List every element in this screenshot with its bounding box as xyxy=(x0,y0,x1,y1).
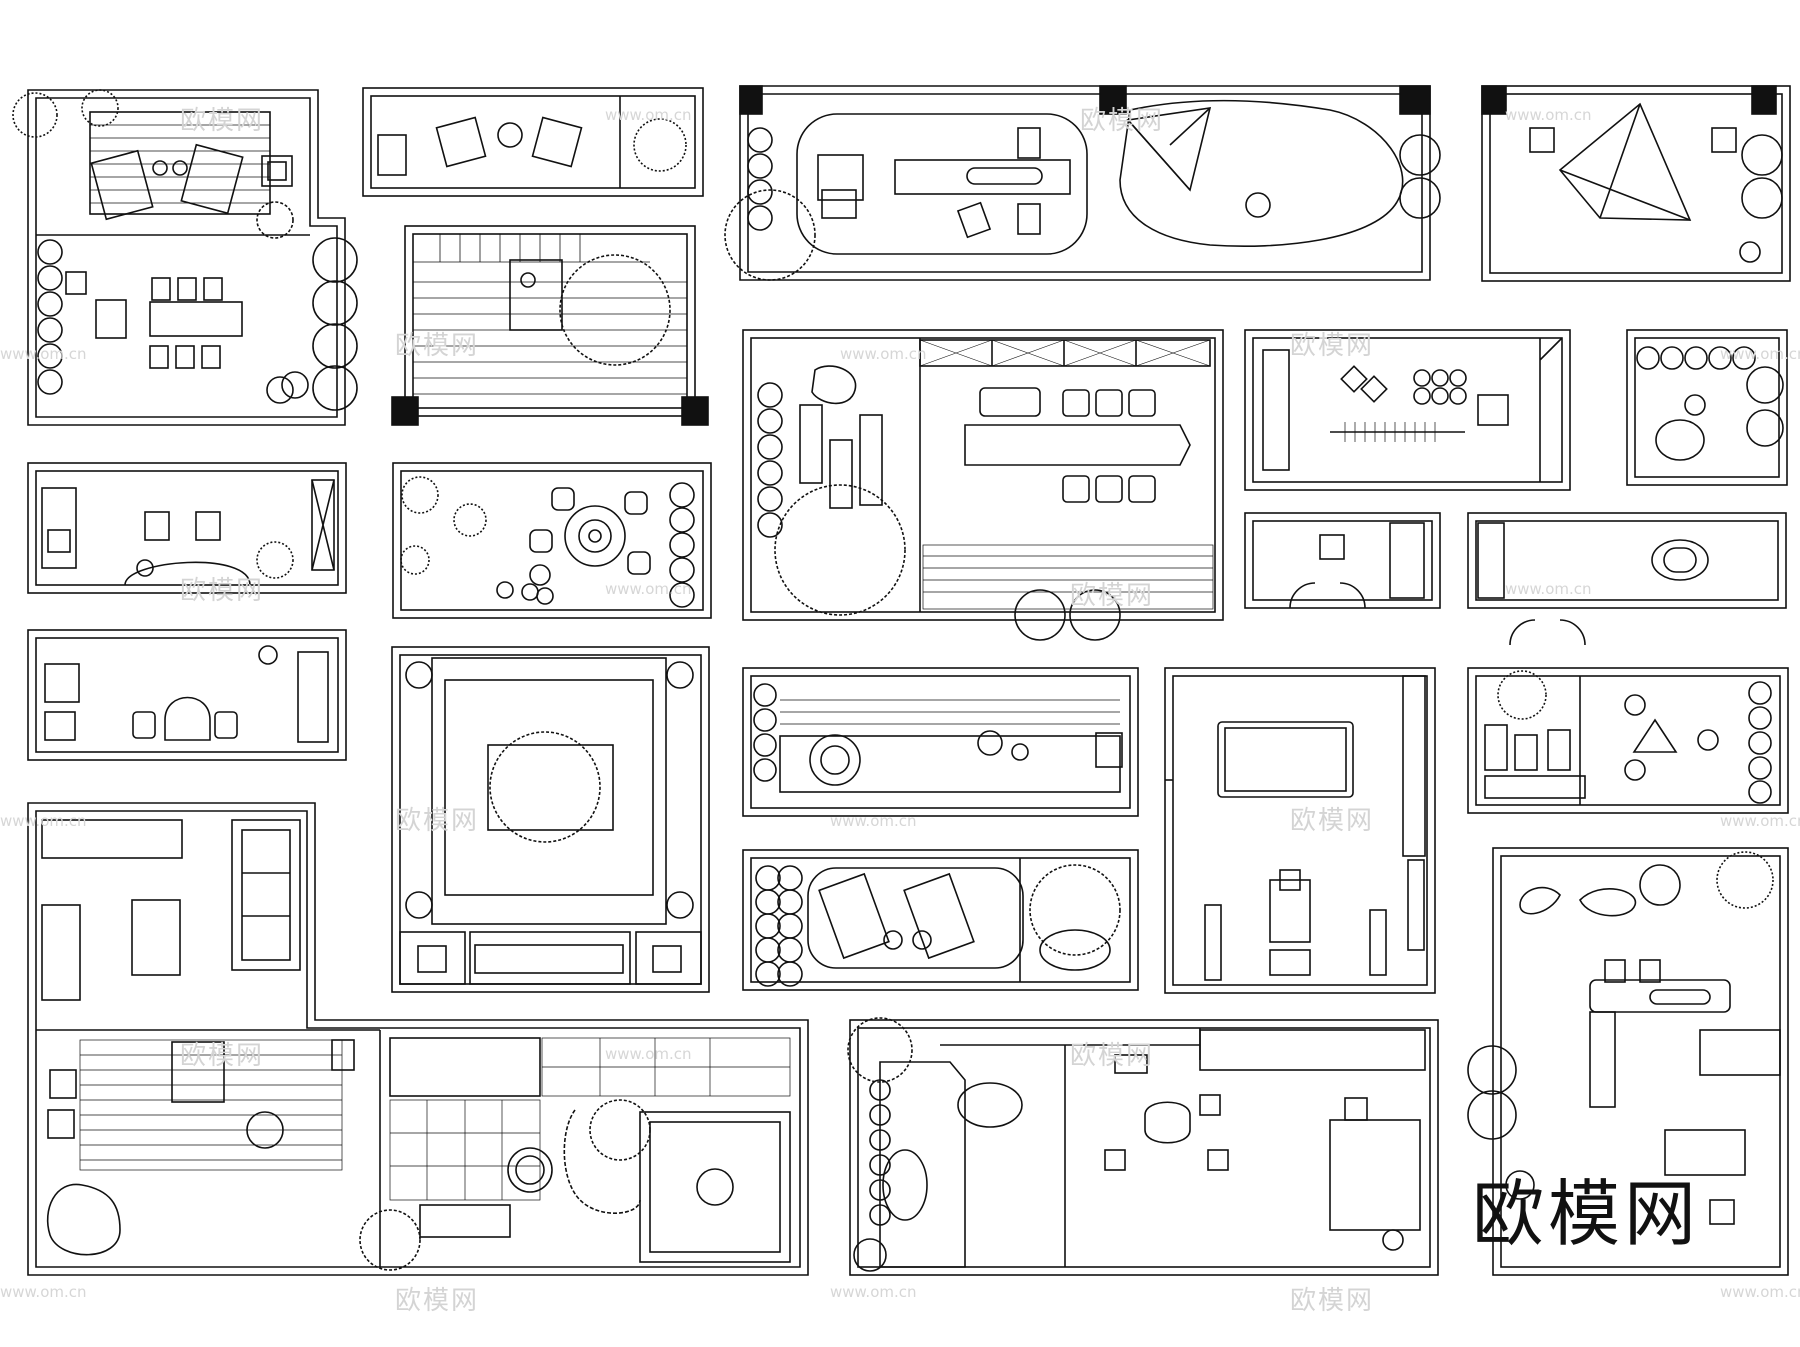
plan-left-strip-chairs xyxy=(27,462,347,594)
plan-billiard-gym xyxy=(1164,667,1436,994)
watermark-url: www.om.cn xyxy=(0,345,87,363)
window-bays xyxy=(919,339,1211,367)
planter-row-left xyxy=(37,239,63,395)
watermark-url: www.om.cn xyxy=(605,580,692,598)
watermark: 欧模网 xyxy=(1290,806,1375,836)
watermark-url: www.om.cn xyxy=(1720,1283,1800,1301)
watermark: 欧模网 xyxy=(1070,581,1155,611)
watermark-url: www.om.cn xyxy=(1720,812,1800,830)
plan-left-cafe xyxy=(27,629,347,761)
plan-top-left-lounge xyxy=(12,89,358,426)
brand-logo: 欧模网 xyxy=(1472,1172,1701,1256)
round-tables-right xyxy=(312,237,358,411)
plan-center-dining-tree xyxy=(742,329,1224,641)
watermark: 欧模网 xyxy=(1080,106,1165,136)
watermark-url: www.om.cn xyxy=(830,1283,917,1301)
watermark-url: www.om.cn xyxy=(1720,345,1800,363)
watermark-url: www.om.cn xyxy=(0,1283,87,1301)
watermark: 欧模网 xyxy=(395,331,480,361)
watermark-url: www.om.cn xyxy=(840,345,927,363)
plan-top-strip-chairs xyxy=(362,87,704,197)
watermark-url: www.om.cn xyxy=(1505,106,1592,124)
watermark-url: www.om.cn xyxy=(830,812,917,830)
planter-col-sofa xyxy=(869,1079,891,1226)
plan-center-deck-seat xyxy=(742,667,1139,817)
plan-right-round-tables xyxy=(1467,667,1789,814)
watermark: 欧模网 xyxy=(1290,331,1375,361)
plan-right-kitchen xyxy=(1244,329,1571,491)
planter-col-right xyxy=(1748,681,1772,804)
plan-bottom-center-sofa xyxy=(847,1017,1439,1276)
watermark: 欧模网 xyxy=(395,806,480,836)
plan-square-tree-garden xyxy=(391,646,710,993)
plan-bottom-right-bar xyxy=(1467,847,1789,1276)
plan-stairs-deck-tree xyxy=(391,225,709,426)
planter-col-deck xyxy=(753,683,777,782)
plan-top-right-pavilion xyxy=(1481,85,1791,282)
watermark-url: www.om.cn xyxy=(1505,580,1592,598)
watermark: 欧模网 xyxy=(395,1286,480,1316)
plan-bottom-left-l-garden xyxy=(27,802,809,1276)
watermark-url: www.om.cn xyxy=(605,106,692,124)
planter-row-stones xyxy=(669,482,695,608)
planter-col-lounger xyxy=(755,865,803,987)
plan-bottom-center-lounge xyxy=(742,849,1139,991)
plan-stepping-stones xyxy=(392,462,712,619)
watermark: 欧模网 xyxy=(180,106,265,136)
plan-right-door-rooms xyxy=(1244,512,1787,646)
watermark-url: www.om.cn xyxy=(0,812,87,830)
watermark-url: www.om.cn xyxy=(605,1045,692,1063)
watermark: 欧模网 xyxy=(1290,1286,1375,1316)
plan-top-pool-tables xyxy=(724,85,1441,281)
plan-far-right-pool xyxy=(1626,329,1788,486)
watermark: 欧模网 xyxy=(180,576,265,606)
watermark: 欧模网 xyxy=(1070,1041,1155,1071)
planter-column-center xyxy=(757,382,783,538)
watermark: 欧模网 xyxy=(180,1041,265,1071)
planter-row-top-pool xyxy=(747,127,773,231)
